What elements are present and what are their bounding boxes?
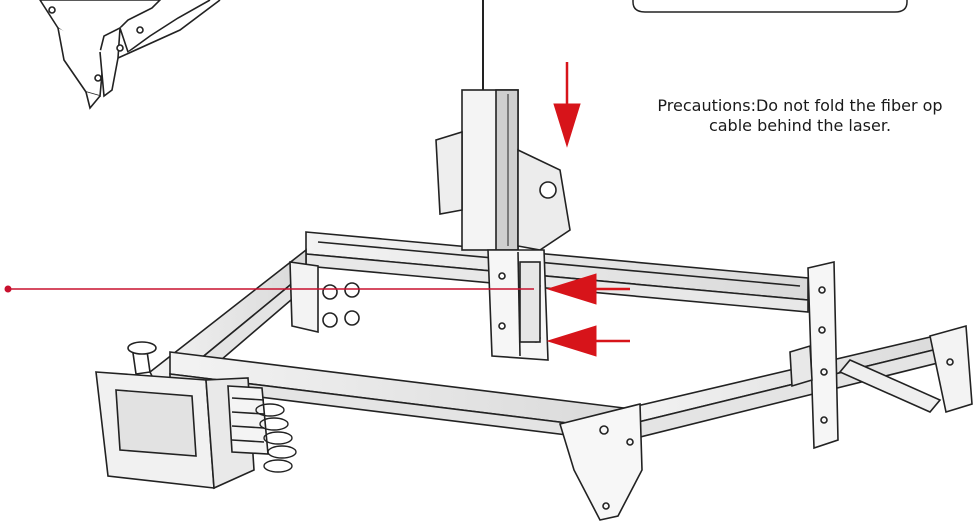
- control-panel: [95, 341, 269, 490]
- back-right-corner: [929, 324, 973, 414]
- down-arrow: [553, 62, 581, 148]
- precaution-note: Precautions:Do not fold the fiber op cab…: [600, 96, 973, 136]
- lower-left-arrow: [546, 325, 630, 357]
- front-right-bracket: [558, 402, 643, 521]
- upper-left-arrow: [546, 273, 630, 305]
- laser-module: [435, 0, 571, 361]
- coiled-cable: [255, 403, 297, 473]
- frame-back-rail: [305, 231, 809, 313]
- left-gantry-plate: [289, 261, 360, 334]
- callout-box: [632, 0, 908, 13]
- partial-frame-corner: [39, 0, 221, 110]
- precaution-line-2: cable behind the laser.: [708, 116, 892, 135]
- precaution-line-1: Precautions:Do not fold the fiber op: [657, 96, 943, 115]
- right-gantry-plate: [789, 260, 839, 450]
- callout-leader-line: [4, 285, 534, 293]
